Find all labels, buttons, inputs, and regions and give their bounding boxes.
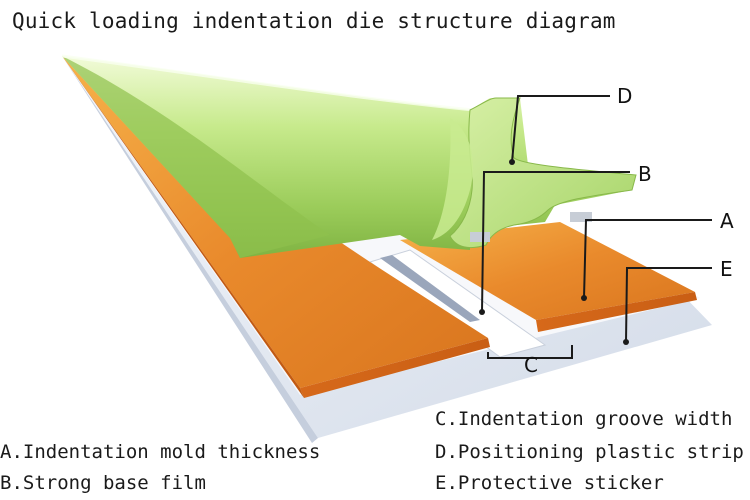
positioning-plastic-strip: [61, 54, 637, 258]
leader-line-b: [481, 171, 630, 313]
callout-b: B: [638, 162, 652, 186]
leader-line-d: [511, 95, 610, 163]
legend-item-b: B.Strong base film: [0, 472, 206, 494]
legend-item-a: A.Indentation mold thickness: [0, 441, 321, 463]
leader-dots: [479, 159, 629, 345]
leader-lines: [481, 95, 712, 359]
callout-e: E: [720, 257, 733, 281]
groove-dimension-c: [487, 345, 573, 359]
leader-line-a: [583, 219, 712, 299]
diagram-title: Quick loading indentation die structure …: [12, 9, 616, 33]
legend-item-d: D.Positioning plastic strip: [435, 441, 744, 463]
legend-item-e: E.Protective sticker: [435, 472, 664, 494]
leader-line-e: [625, 267, 712, 343]
callout-a: A: [720, 209, 734, 233]
callout-d: D: [617, 84, 632, 108]
legend-item-c: C.Indentation groove width: [435, 408, 733, 430]
callout-c: C: [524, 353, 538, 377]
